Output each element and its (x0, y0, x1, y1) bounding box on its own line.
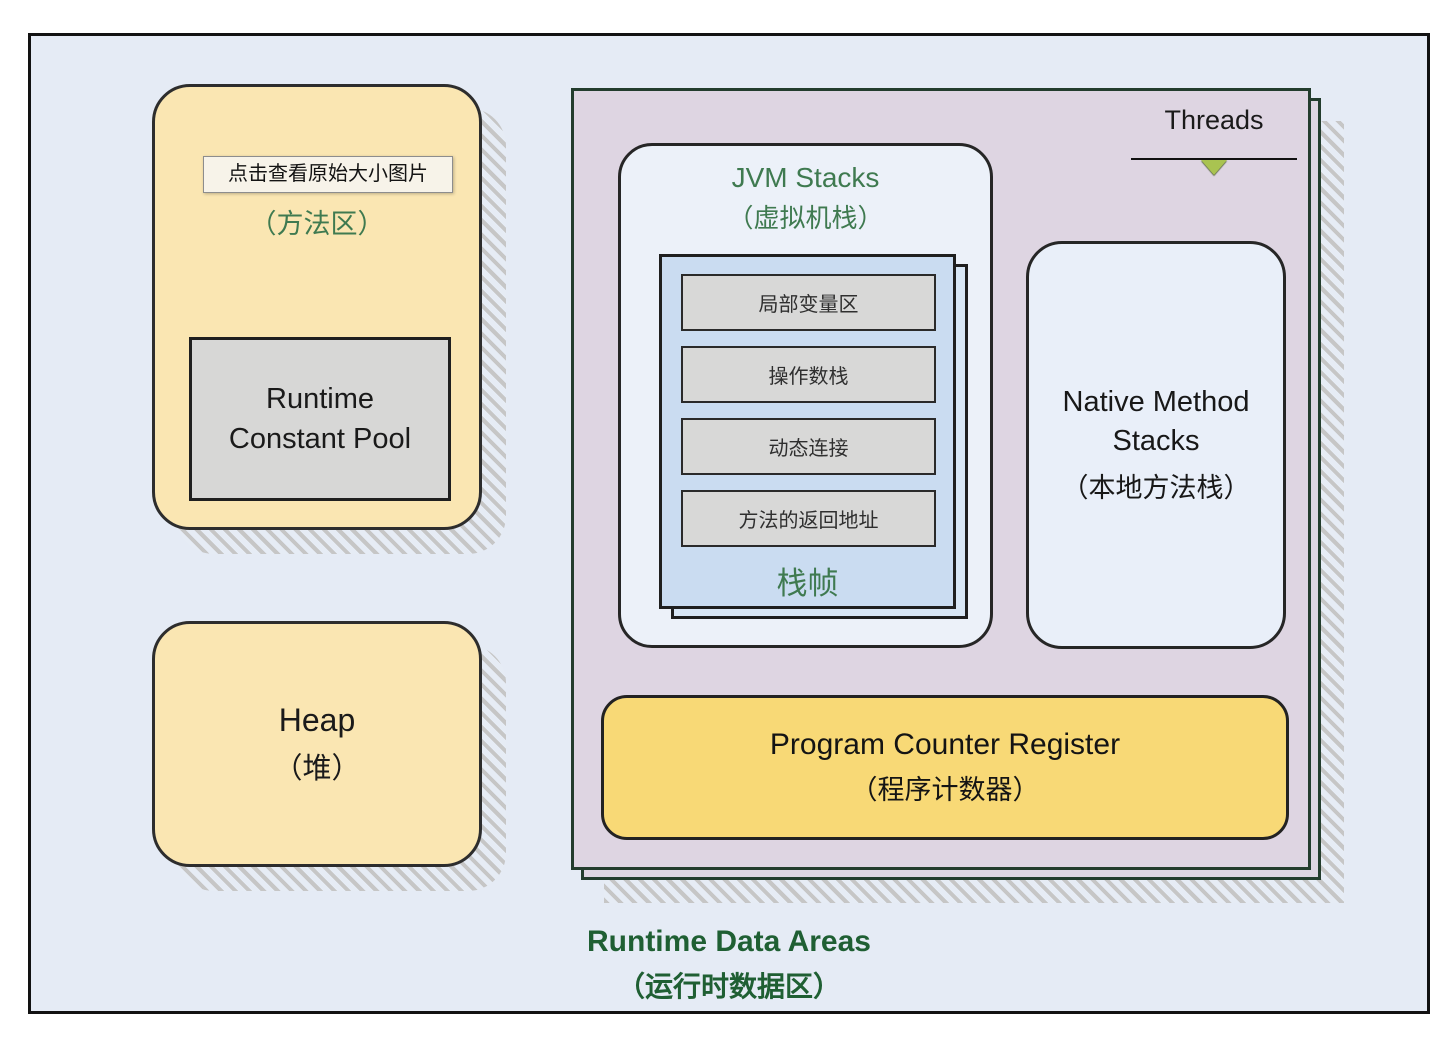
runtime-constant-pool-line2: Constant Pool (228, 423, 412, 455)
threads-marker-triangle-icon (1201, 160, 1227, 175)
diagram-title: Runtime Data Areas （运行时数据区） (31, 925, 1427, 1005)
heap-box: Heap （堆） (152, 621, 482, 867)
pc-register-label-cn: （程序计数器） (850, 775, 1040, 805)
jvm-stacks-title-cn: （虚拟机栈） (727, 203, 884, 233)
stack-frame-label: 栈帧 (776, 566, 839, 601)
threads-underline (1131, 158, 1297, 160)
native-method-stacks-line1: Native Method (1062, 385, 1250, 418)
method-area-box: 点击查看原始大小图片 （方法区） Runtime Constant Pool (152, 84, 482, 530)
image-tooltip: 点击查看原始大小图片 (203, 156, 453, 193)
runtime-constant-pool-line1: Runtime (266, 383, 374, 415)
stack-frame-row-local-variables: 局部变量区 (681, 274, 936, 331)
runtime-constant-pool-box: Runtime Constant Pool (189, 337, 451, 501)
diagram-title-cn: （运行时数据区） (616, 971, 841, 1002)
diagram-title-en: Runtime Data Areas (587, 925, 871, 958)
method-area-label: （方法区） (249, 209, 385, 239)
stack-frame-row-operand-stack: 操作数栈 (681, 346, 936, 403)
threads-label: Threads (1164, 105, 1264, 135)
threads-container: Threads JVM Stacks （虚拟机栈） 局部变量区 操作数栈 动态连… (571, 88, 1311, 870)
stack-frame-box: 局部变量区 操作数栈 动态连接 方法的返回地址 栈帧 (659, 254, 956, 609)
jvm-stacks-title-en: JVM Stacks (731, 162, 880, 193)
jvm-stacks-panel: JVM Stacks （虚拟机栈） 局部变量区 操作数栈 动态连接 方法的返回地… (618, 143, 993, 648)
native-method-stacks-panel: Native Method Stacks （本地方法栈） (1026, 241, 1286, 649)
program-counter-register-box: Program Counter Register （程序计数器） (601, 695, 1289, 840)
diagram-image[interactable]: 点击查看原始大小图片 （方法区） Runtime Constant Pool H… (28, 33, 1430, 1014)
stack-frame-row-return-address: 方法的返回地址 (681, 490, 936, 547)
heap-label-en: Heap (278, 701, 356, 738)
native-method-stacks-line2: Stacks (1112, 424, 1200, 457)
stack-frame-row-dynamic-linking: 动态连接 (681, 418, 936, 475)
native-method-stacks-label-cn: （本地方法栈） (1061, 472, 1251, 503)
pc-register-label-en: Program Counter Register (769, 728, 1121, 761)
heap-label-cn: （堆） (273, 752, 361, 785)
